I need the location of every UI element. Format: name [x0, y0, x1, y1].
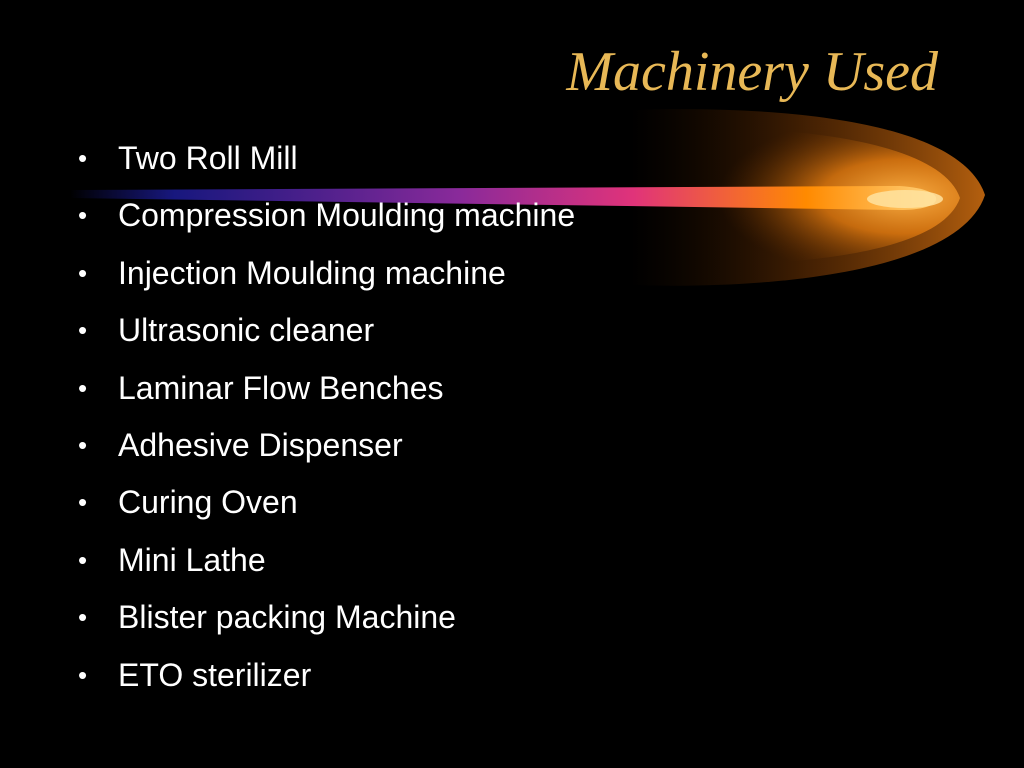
- list-item-label: Ultrasonic cleaner: [118, 312, 375, 349]
- list-item-label: Adhesive Dispenser: [118, 426, 403, 463]
- list-item-label: ETO sterilizer: [118, 656, 312, 693]
- bullet-icon: •: [78, 544, 88, 575]
- bullet-icon: •: [78, 602, 88, 633]
- list-item-label: Laminar Flow Benches: [118, 369, 444, 406]
- list-item-label: Two Roll Mill: [118, 140, 298, 176]
- bullet-icon: •: [78, 487, 88, 518]
- slide-title: Machinery Used: [566, 41, 938, 103]
- bullet-icon: •: [78, 429, 88, 460]
- list-item-label: Injection Moulding machine: [118, 254, 506, 291]
- bullet-icon: •: [78, 143, 88, 173]
- bullet-icon: •: [78, 200, 88, 231]
- bullet-icon: •: [78, 315, 88, 346]
- bullet-icon: •: [78, 659, 88, 690]
- list-item-label: Compression Moulding machine: [118, 197, 576, 234]
- list-item-label: Blister packing Machine: [118, 599, 456, 636]
- list-item-label: Mini Lathe: [118, 541, 266, 578]
- bullet-icon: •: [78, 257, 88, 288]
- bullet-icon: •: [78, 372, 88, 403]
- list-item-label: Curing Oven: [118, 484, 298, 521]
